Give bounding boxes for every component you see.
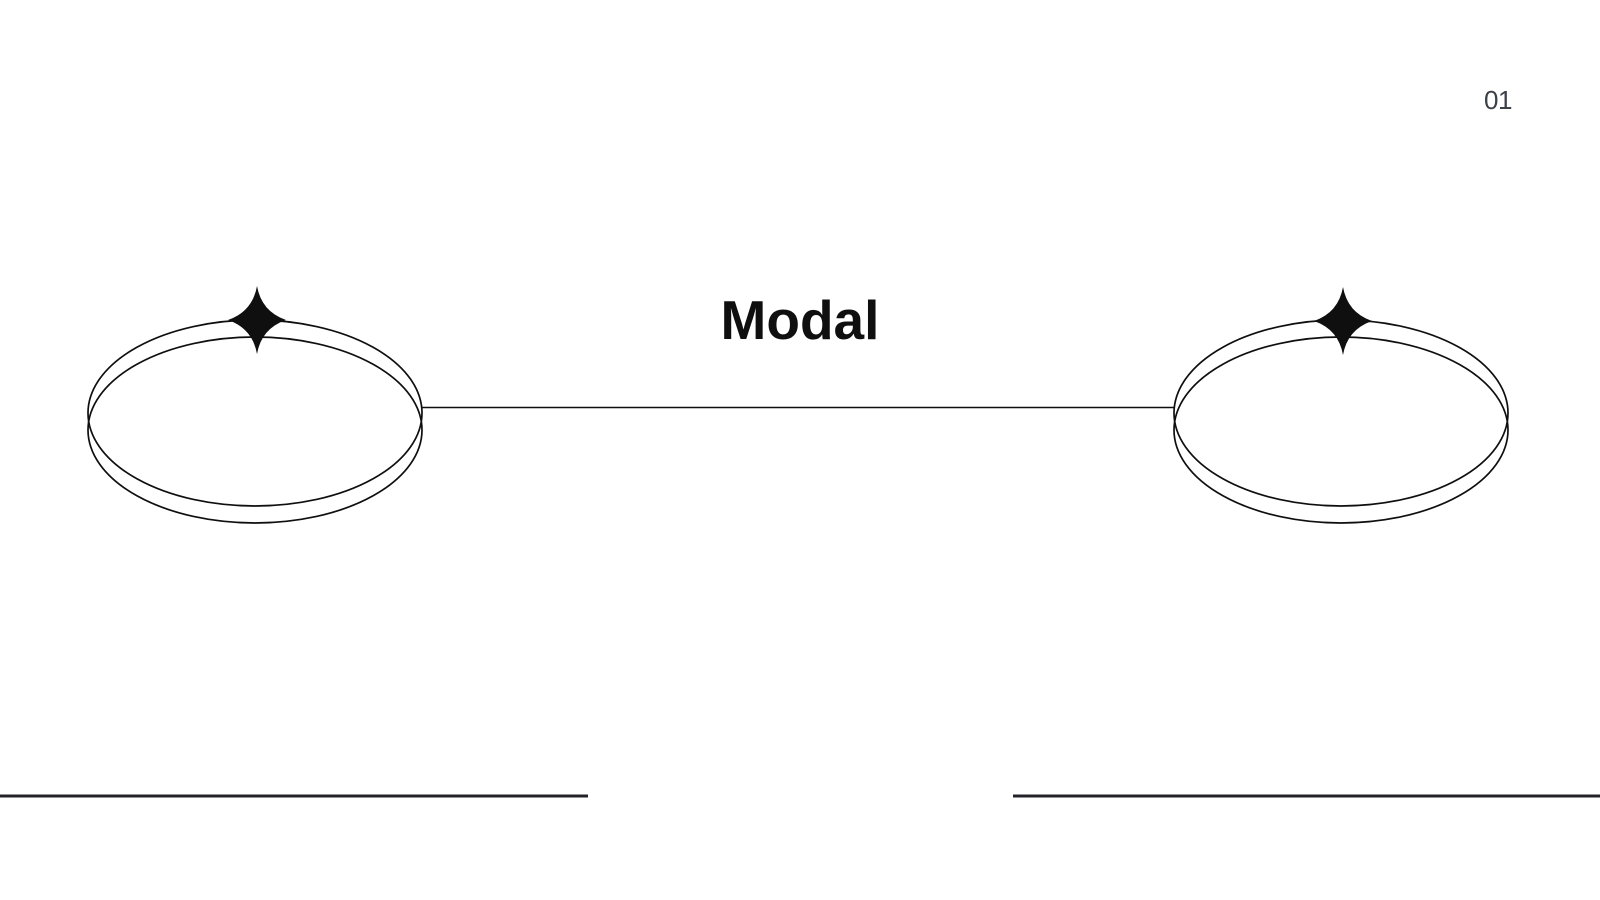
sparkle-icon [228,286,286,354]
left-node-upper-ellipse [87,319,423,507]
right-node-lower-ellipse [1173,336,1509,524]
page-number: 01 [1484,85,1512,115]
right-node [1173,287,1509,524]
diagram-title: Modal [720,289,880,351]
left-node-lower-ellipse [87,336,423,524]
right-node-upper-ellipse [1173,319,1509,507]
left-node [87,286,423,524]
sparkle-icon [1314,287,1372,355]
